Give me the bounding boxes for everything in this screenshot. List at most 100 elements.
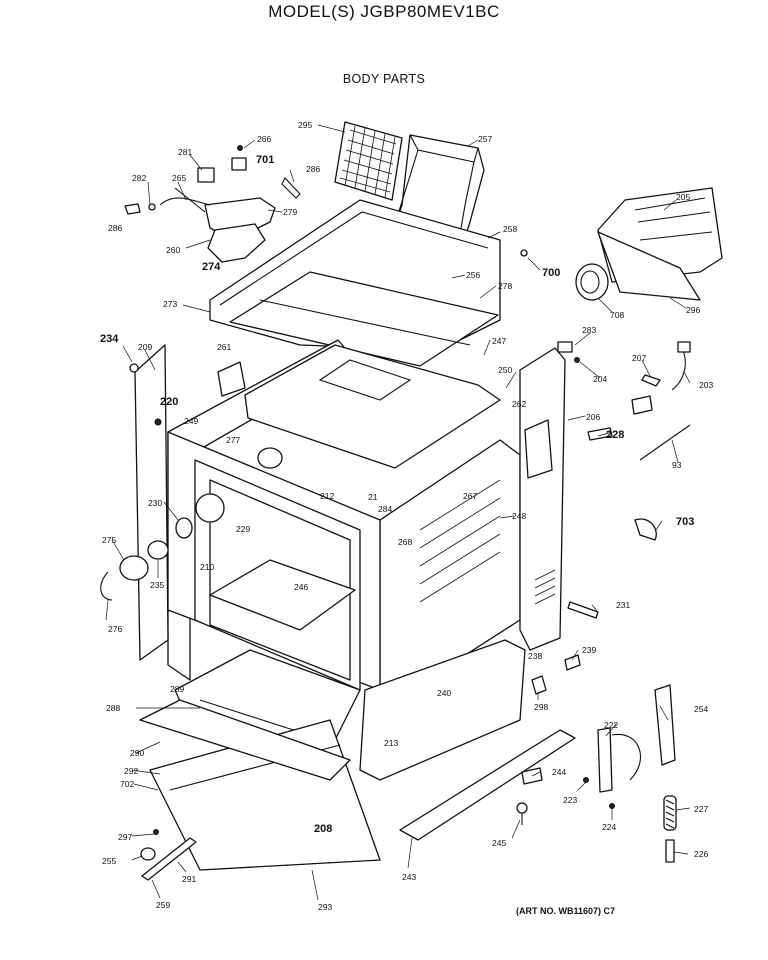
callout-282: 282: [132, 173, 146, 183]
callout-208: 208: [314, 823, 332, 835]
callout-257: 257: [478, 134, 492, 144]
callout-262: 262: [512, 399, 526, 409]
callout-279: 279: [283, 207, 297, 217]
burner-collar: [575, 263, 609, 301]
knob-275: [119, 555, 149, 581]
callout-246: 246: [294, 582, 308, 592]
callout-286-left: 286: [108, 223, 122, 233]
callout-248: 248: [512, 511, 526, 521]
callout-223: 223: [563, 795, 577, 805]
bracket-261: [217, 361, 246, 397]
probe-93: [639, 424, 691, 461]
callout-250: 250: [498, 365, 512, 375]
callout-210: 210: [200, 562, 214, 572]
callout-298: 298: [534, 702, 548, 712]
callout-281: 281: [178, 147, 192, 157]
callout-247: 247: [492, 336, 506, 346]
callout-703: 703: [676, 516, 694, 528]
callout-278: 278: [498, 281, 512, 291]
callout-291: 291: [182, 874, 196, 884]
callout-207: 207: [632, 353, 646, 363]
callout-296: 296: [686, 305, 700, 315]
part-228: [587, 427, 613, 441]
callout-277: 277: [226, 435, 240, 445]
leader-lines: [105, 124, 691, 901]
callout-209: 209: [138, 342, 152, 352]
heat-shield-grille: [334, 121, 403, 201]
callout-labels: 295 257 266 701 281 282 265 286 279 286 …: [100, 120, 713, 912]
callout-238: 238: [528, 651, 542, 661]
part-231: [567, 601, 599, 619]
callout-256: 256: [466, 270, 480, 280]
rear-panel-assembly: [597, 187, 723, 301]
callout-213: 213: [384, 738, 398, 748]
rail-259: [141, 837, 197, 881]
callout-290: 290: [130, 748, 144, 758]
part-239: [564, 654, 581, 671]
callout-708: 708: [610, 310, 624, 320]
callout-243: 243: [402, 872, 416, 882]
callout-288: 288: [106, 703, 120, 713]
callout-244: 244: [552, 767, 566, 777]
callout-295: 295: [298, 120, 312, 130]
callout-203: 203: [699, 380, 713, 390]
callout-254: 254: [694, 704, 708, 714]
callout-293: 293: [318, 902, 332, 912]
screw-234: [129, 363, 139, 373]
callout-205: 205: [676, 192, 690, 202]
wire-276: [100, 571, 113, 601]
callout-230: 230: [148, 498, 162, 508]
callout-212: 212: [320, 491, 334, 501]
callout-701: 701: [256, 154, 274, 166]
callout-700: 700: [542, 267, 560, 279]
callout-259: 259: [156, 900, 170, 910]
hinge-222: [597, 727, 613, 793]
callout-275: 275: [102, 535, 116, 545]
callout-228: 228: [606, 429, 624, 441]
callout-239: 239: [582, 645, 596, 655]
screw-700: [520, 249, 528, 257]
connector-203: [677, 341, 691, 353]
callout-227: 227: [694, 804, 708, 814]
part-298: [531, 675, 547, 695]
callout-222: 222: [604, 720, 618, 730]
knob-235: [147, 540, 169, 560]
callout-231: 231: [616, 600, 630, 610]
callout-268: 268: [398, 537, 412, 547]
callout-235: 235: [150, 580, 164, 590]
callout-283: 283: [582, 325, 596, 335]
callout-229: 229: [236, 524, 250, 534]
callout-292: 292: [124, 766, 138, 776]
callout-224: 224: [602, 822, 616, 832]
callout-226: 226: [694, 849, 708, 859]
callout-260: 260: [166, 245, 180, 255]
part-255: [140, 847, 156, 861]
screw-297: [153, 829, 159, 835]
spring-227: [663, 795, 677, 831]
callout-21: 21: [368, 492, 378, 502]
hinge-254: [654, 684, 676, 766]
callout-273: 273: [163, 299, 177, 309]
burner-port-229: [195, 493, 225, 523]
callout-702: 702: [120, 779, 134, 789]
valve-bracket-assembly: [124, 145, 301, 263]
igniter-230: [175, 517, 193, 539]
callout-274: 274: [202, 261, 221, 273]
screw-224: [609, 803, 615, 809]
spring-arm-222: [611, 733, 641, 781]
clip-283: [557, 341, 573, 353]
callout-258: 258: [503, 224, 517, 234]
part-262: [524, 419, 553, 479]
art-number: (ART NO. WB11607) C7: [516, 906, 616, 916]
callout-276: 276: [108, 624, 122, 634]
part-207b: [631, 395, 653, 415]
callout-234: 234: [100, 333, 119, 345]
callout-297: 297: [118, 832, 132, 842]
oven-body: [139, 339, 566, 871]
screw-220: [154, 418, 162, 426]
model-title: MODEL(S) JGBP80MEV1BC: [268, 2, 500, 21]
part-703: [634, 518, 657, 541]
callout-284: 284: [378, 504, 392, 514]
port-277: [257, 447, 283, 469]
